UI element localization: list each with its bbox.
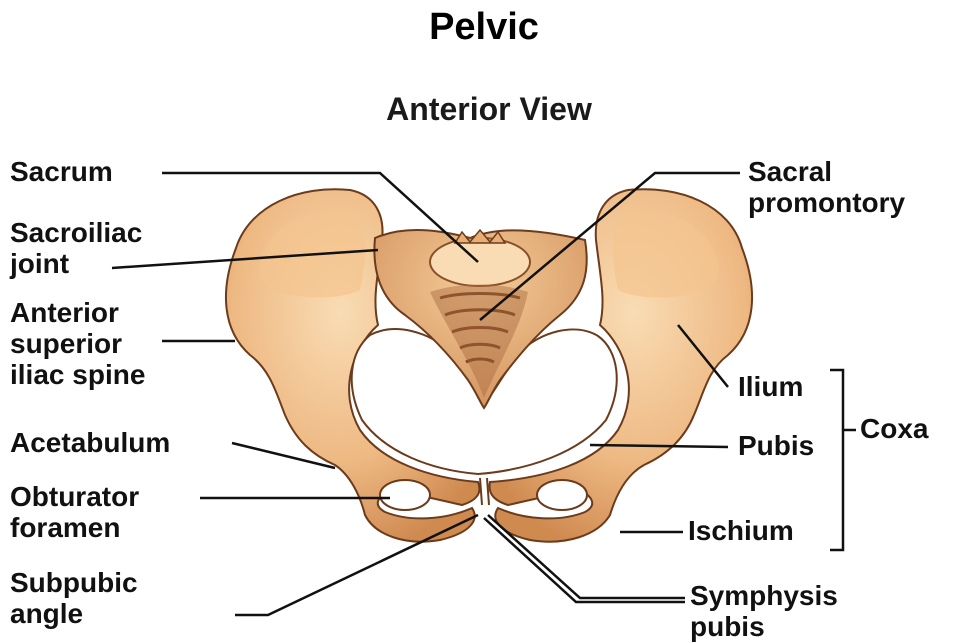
label-sacroiliac-joint: Sacroiliac joint	[10, 217, 142, 279]
sacral-promontory-body	[430, 238, 530, 286]
label-symphysis-pubis: Symphysis pubis	[690, 580, 838, 642]
coxa-bracket	[830, 370, 843, 550]
label-asis: Anterior superior iliac spine	[10, 297, 145, 390]
label-ilium: Ilium	[738, 371, 803, 402]
label-acetabulum: Acetabulum	[10, 427, 170, 458]
label-coxa: Coxa	[860, 413, 928, 444]
label-sacral-promontory: Sacral promontory	[748, 156, 905, 218]
right-obturator-foramen	[537, 480, 587, 510]
label-subpubic-angle: Subpubic angle	[10, 567, 138, 629]
label-pubis: Pubis	[738, 430, 814, 461]
label-obturator-foramen: Obturator foramen	[10, 481, 139, 543]
sacral-crest	[455, 230, 505, 243]
label-sacrum: Sacrum	[10, 156, 113, 187]
left-obturator-foramen	[380, 480, 430, 510]
label-ischium: Ischium	[688, 515, 794, 546]
pubic-symphysis-gap	[480, 478, 489, 505]
